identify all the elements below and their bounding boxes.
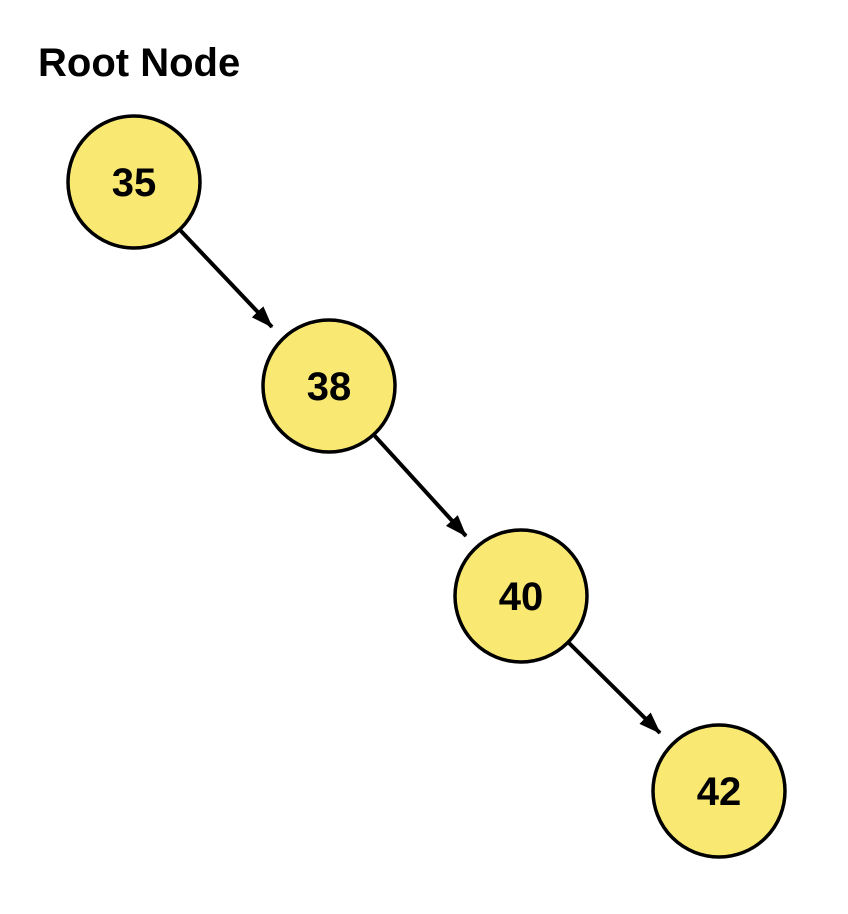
diagram-title: Root Node [38,41,240,85]
node-circle-42 [651,723,787,859]
node-circle-38 [261,318,397,454]
tree-node: 42 [651,723,787,859]
node-circle-35 [66,114,202,250]
node-circle-40 [453,528,589,664]
edge-arrow-35-38 [178,228,274,329]
tree-node-root: 35 [66,114,202,250]
edge-arrow-38-40 [372,433,468,538]
node-value-40: 40 [499,575,544,619]
node-value-42: 42 [697,770,742,814]
tree-node: 40 [453,528,589,664]
edge-arrow-40-42 [566,640,662,735]
tree-node: 38 [261,318,397,454]
node-value-38: 38 [307,365,352,409]
node-value-35: 35 [112,161,157,205]
